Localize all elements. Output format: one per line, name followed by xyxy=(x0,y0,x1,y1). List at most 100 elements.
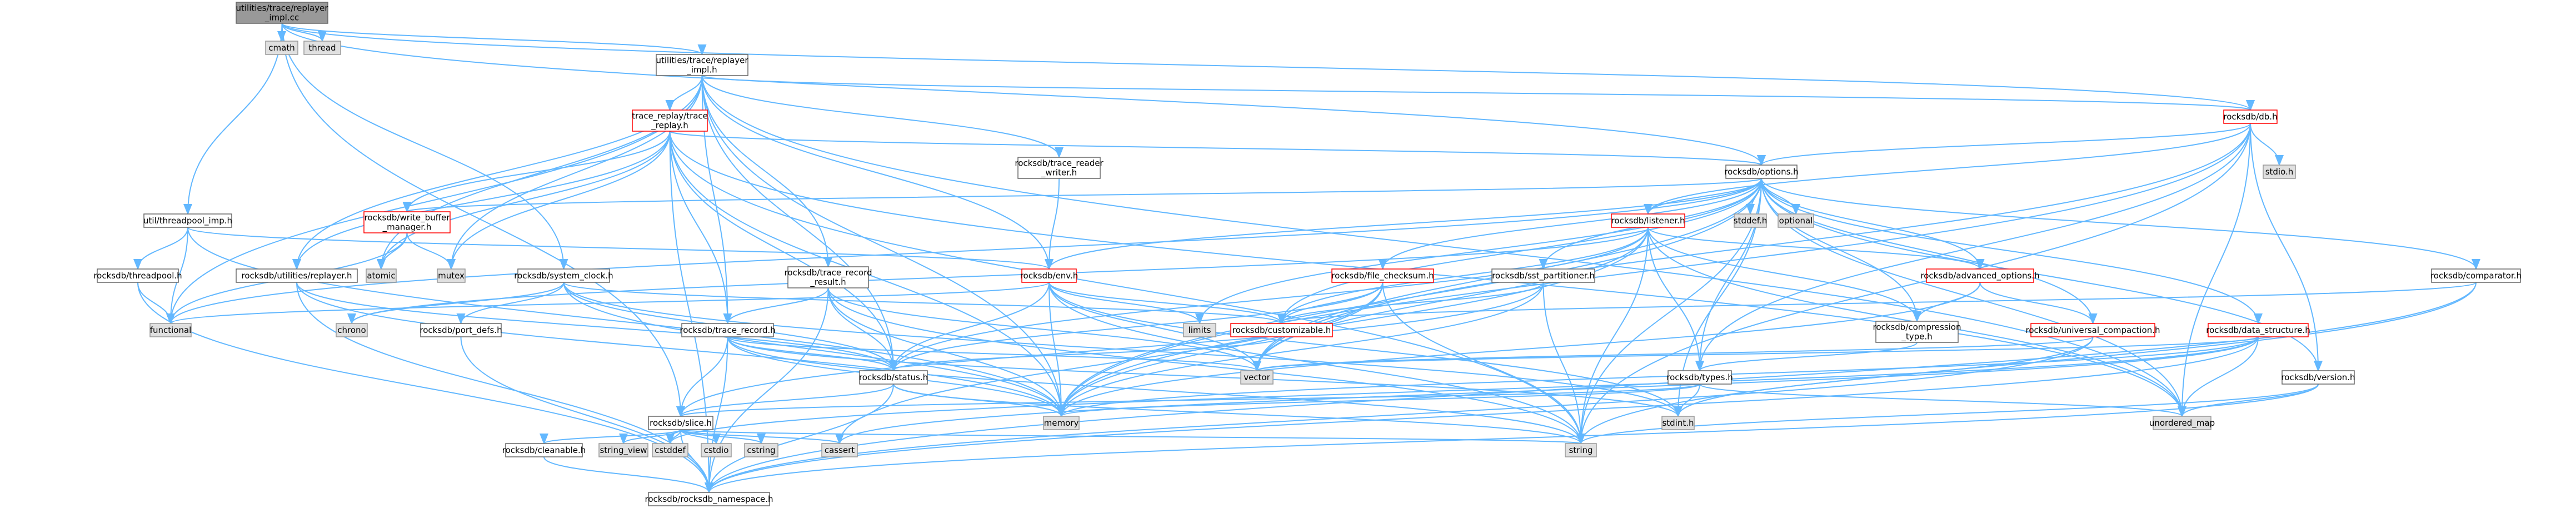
node-box xyxy=(1021,268,1077,283)
edge-options_h-to-limits xyxy=(1195,178,1762,325)
node-label: _replay.h xyxy=(651,121,688,131)
node-vector: vector xyxy=(1240,370,1274,385)
edge-replayer_impl_h-to-trace_reader_writer_h xyxy=(701,75,1064,158)
node-cassert: cassert xyxy=(821,443,858,457)
node-label: rocksdb/slice.h xyxy=(650,418,712,428)
node-trace-replay-h[interactable]: trace_replay/trace_replay.h xyxy=(632,109,708,132)
edge-threadpool_imp_h-to-threadpool_h xyxy=(133,227,188,270)
node-label: rocksdb/system_clock.h xyxy=(514,271,613,281)
edge-slice_h-to-string xyxy=(680,429,1584,445)
node-label: rocksdb/trace_reader xyxy=(1015,158,1104,169)
edge-status_h-to-slice_h xyxy=(676,384,894,417)
node-types-h[interactable]: rocksdb/types.h xyxy=(1666,370,1733,385)
node-root[interactable]: utilities/trace/replayer_impl.cc xyxy=(236,2,328,24)
node-customizable-h[interactable]: rocksdb/customizable.h xyxy=(1230,323,1333,337)
node-trace-record-result-h[interactable]: rocksdb/trace_record_result.h xyxy=(785,266,872,288)
node-namespace-h[interactable]: rocksdb/rocksdb_namespace.h xyxy=(645,492,773,506)
node-db-h[interactable]: rocksdb/db.h xyxy=(2223,109,2278,124)
node-replayer-impl-h[interactable]: utilities/trace/replayer_impl.h xyxy=(656,54,748,76)
node-box xyxy=(303,41,341,55)
node-threadpool-h[interactable]: rocksdb/threadpool.h xyxy=(93,268,182,283)
node-cmath: cmath xyxy=(265,41,298,55)
edge-system_clock_h-to-customizable_h xyxy=(563,282,1286,325)
node-label: rocksdb/types.h xyxy=(1666,372,1733,382)
node-status-h[interactable]: rocksdb/status.h xyxy=(859,370,928,385)
edge-options_h-to-memory xyxy=(1057,178,1762,417)
node-trace-reader-writer-h[interactable]: rocksdb/trace_reader_writer.h xyxy=(1015,157,1104,179)
node-port-defs-h[interactable]: rocksdb/port_defs.h xyxy=(420,323,502,337)
edge-trace_record_h-to-namespace_h xyxy=(705,336,728,494)
edge-trace_record_h-to-slice_h xyxy=(676,336,728,417)
node-label: stdint.h xyxy=(1662,418,1694,428)
edge-env_h-to-stdint_h xyxy=(1049,282,1683,417)
node-listener-h[interactable]: rocksdb/listener.h xyxy=(1611,213,1685,228)
node-label: rocksdb/write_buffer xyxy=(365,213,451,223)
edge-layer xyxy=(133,23,2480,494)
edge-db_h-to-unordered_map xyxy=(2178,123,2251,417)
edge-slice_h-to-cleanable_h xyxy=(540,429,681,445)
edge-utilities_replayer_h-to-namespace_h xyxy=(296,282,713,494)
node-box xyxy=(1183,323,1216,337)
node-slice-h[interactable]: rocksdb/slice.h xyxy=(648,416,713,430)
edge-sst_partitioner_h-to-slice_h xyxy=(676,282,1544,417)
node-box xyxy=(1240,370,1274,385)
edge-env_h-to-customizable_h xyxy=(1049,282,1286,325)
node-box xyxy=(1230,323,1333,337)
edge-file_checksum_h-to-string xyxy=(1382,282,1585,445)
node-label: util/threadpool_imp.h xyxy=(143,216,232,226)
node-chrono: chrono xyxy=(336,323,368,337)
edge-replayer_impl_h-to-trace_record_result_h xyxy=(701,75,833,268)
node-sst-partitioner-h[interactable]: rocksdb/sst_partitioner.h xyxy=(1491,268,1595,283)
edge-slice_h-to-cassert xyxy=(680,429,844,445)
node-box xyxy=(1725,165,1798,179)
edge-replayer_impl_h-to-utilities_replayer_h xyxy=(292,75,703,270)
edge-root-to-replayer_impl_h xyxy=(281,23,707,56)
node-trace-record-h[interactable]: rocksdb/trace_record.h xyxy=(680,323,776,337)
edge-options_h-to-write_buffer_manager_h xyxy=(403,178,1762,213)
node-box xyxy=(2263,165,2296,179)
node-thread: thread xyxy=(303,41,341,55)
node-universal-compaction-h[interactable]: rocksdb/universal_compaction.h xyxy=(2026,323,2160,337)
node-box xyxy=(265,41,298,55)
node-label: _manager.h xyxy=(382,222,432,233)
node-label: atomic xyxy=(367,271,395,281)
edge-db_h-to-types_h xyxy=(1695,123,2251,372)
node-box xyxy=(648,492,770,506)
node-advanced-options-h[interactable]: rocksdb/advanced_options.h xyxy=(1920,268,2040,283)
node-string: string xyxy=(1565,443,1597,457)
edge-env_h-to-string xyxy=(1049,282,1585,445)
node-label: rocksdb/advanced_options.h xyxy=(1920,271,2039,281)
node-data-structure-h[interactable]: rocksdb/data_structure.h xyxy=(2206,323,2310,337)
node-label: rocksdb/file_checksum.h xyxy=(1331,271,1434,281)
node-utilities-replayer-h[interactable]: rocksdb/utilities/replayer.h xyxy=(236,268,358,283)
edge-root-to-thread xyxy=(281,23,327,42)
edge-trace_record_result_h-to-vector xyxy=(827,287,1261,372)
edge-env_h-to-memory xyxy=(1049,282,1066,417)
node-stdio-h: stdio.h xyxy=(2263,165,2296,179)
node-box xyxy=(2431,268,2521,283)
node-compression-type-h[interactable]: rocksdb/compression_type.h xyxy=(1873,321,1961,343)
node-cleanable-h[interactable]: rocksdb/cleanable.h xyxy=(502,443,586,457)
node-env-h[interactable]: rocksdb/env.h xyxy=(1020,268,1079,283)
node-options-h[interactable]: rocksdb/options.h xyxy=(1724,165,1799,179)
edge-listener_h-to-chrono xyxy=(347,227,1649,325)
edge-threadpool_h-to-namespace_h xyxy=(137,282,713,494)
node-threadpool-imp-h[interactable]: util/threadpool_imp.h xyxy=(143,213,232,228)
node-label: utilities/trace/replayer xyxy=(656,56,748,66)
node-write-buffer-manager-h[interactable]: rocksdb/write_buffer_manager.h xyxy=(363,211,451,233)
edge-system_clock_h-to-stdint_h xyxy=(563,282,1683,417)
edge-slice_h-to-string_view xyxy=(619,429,681,445)
node-comparator-h[interactable]: rocksdb/comparator.h xyxy=(2430,268,2522,283)
edge-listener_h-to-advanced_options_h xyxy=(1648,227,1985,270)
edge-status_h-to-string xyxy=(893,384,1585,445)
node-version-h[interactable]: rocksdb/version.h xyxy=(2281,370,2355,385)
edge-listener_h-to-customizable_h xyxy=(1277,227,1649,325)
node-file-checksum-h[interactable]: rocksdb/file_checksum.h xyxy=(1331,268,1434,283)
node-label: rocksdb/data_structure.h xyxy=(2206,325,2310,336)
edge-file_checksum_h-to-status_h xyxy=(889,282,1384,372)
edge-options_h-to-env_h xyxy=(1045,178,1762,270)
node-system-clock-h[interactable]: rocksdb/system_clock.h xyxy=(514,268,613,283)
edge-options_h-to-universal_compaction_h xyxy=(1761,178,2098,325)
edge-comparator_h-to-customizable_h xyxy=(1277,282,2477,325)
